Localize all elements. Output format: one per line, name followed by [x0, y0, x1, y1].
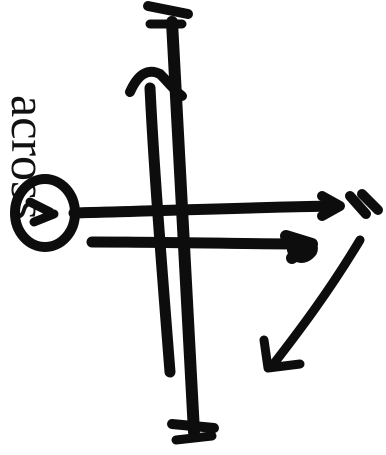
bottom-tick-lower — [176, 436, 212, 440]
bottom-tick-upper — [172, 424, 214, 428]
horizontal-line-lower — [92, 242, 310, 244]
horizontal-line-upper — [74, 206, 338, 213]
vertical-line-short — [150, 88, 170, 372]
top-tick-upper — [148, 6, 188, 14]
diagonal-arrow-line — [272, 240, 360, 366]
sketch-strokes — [15, 6, 378, 440]
